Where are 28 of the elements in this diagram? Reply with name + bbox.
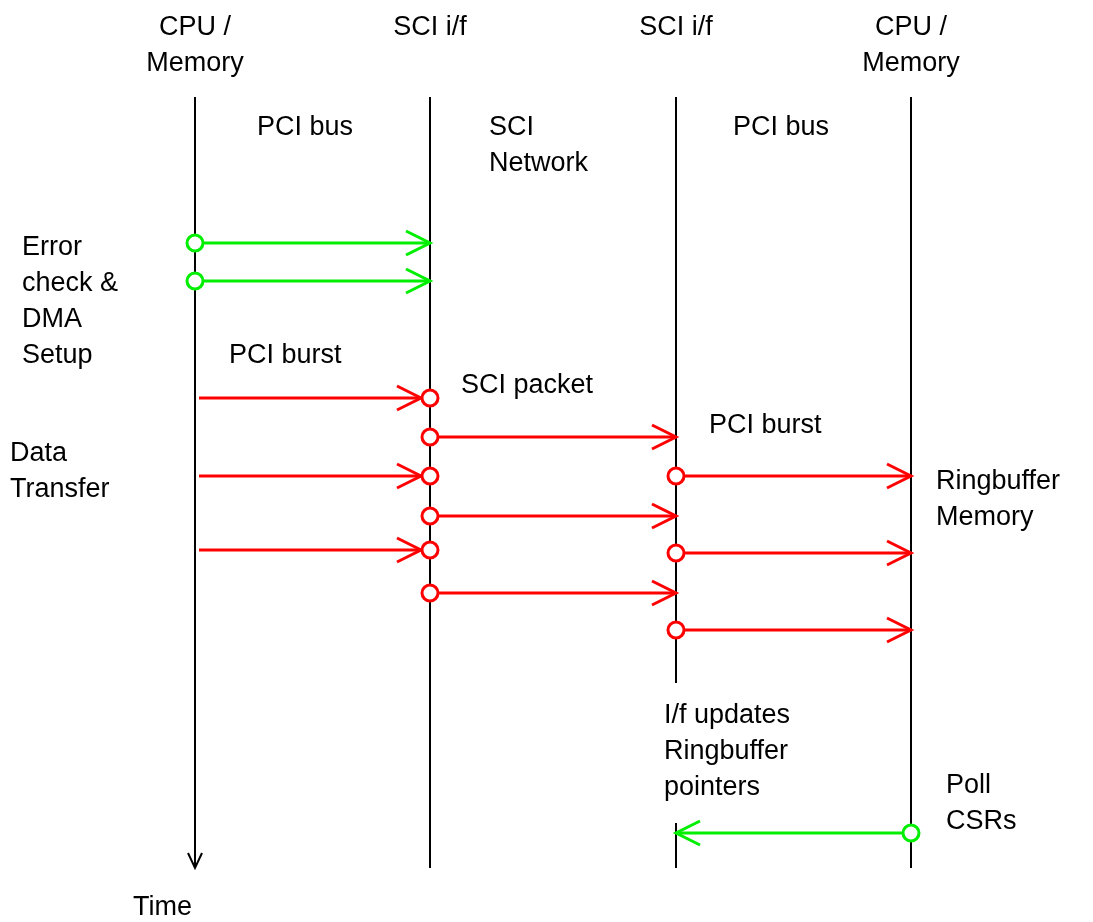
arrow <box>199 384 440 412</box>
note-label: I/f updates Ringbuffer pointers <box>664 698 792 803</box>
column-label: SCI Network <box>489 110 590 179</box>
lifeline-label: SCI i/f <box>638 10 714 43</box>
column-label: PCI bus <box>257 110 354 143</box>
arrow <box>666 539 915 567</box>
message-label: PCI burst <box>229 338 342 371</box>
lifeline-label: CPU / Memory <box>861 10 961 79</box>
arrow <box>199 536 440 564</box>
message-label: SCI packet <box>461 368 594 401</box>
arrow <box>666 616 915 644</box>
lifeline-label: SCI i/f <box>392 10 468 43</box>
arrow <box>420 423 680 451</box>
lifeline-label: CPU / Memory <box>145 10 245 79</box>
arrow <box>185 267 434 295</box>
arrow <box>420 579 680 607</box>
arrow <box>420 502 680 530</box>
message-label: PCI burst <box>709 408 822 441</box>
note-label: Ringbuffer Memory <box>936 464 1062 533</box>
arrow <box>185 229 434 257</box>
arrow <box>666 462 915 490</box>
note-label: Poll CSRs <box>946 768 1018 837</box>
phase-label: Data Transfer <box>10 436 111 505</box>
column-label: PCI bus <box>733 110 830 143</box>
arrow <box>199 462 440 490</box>
phase-label: Error check & DMA Setup <box>22 230 120 371</box>
arrow <box>672 819 921 847</box>
axis-label: Time <box>133 890 192 922</box>
